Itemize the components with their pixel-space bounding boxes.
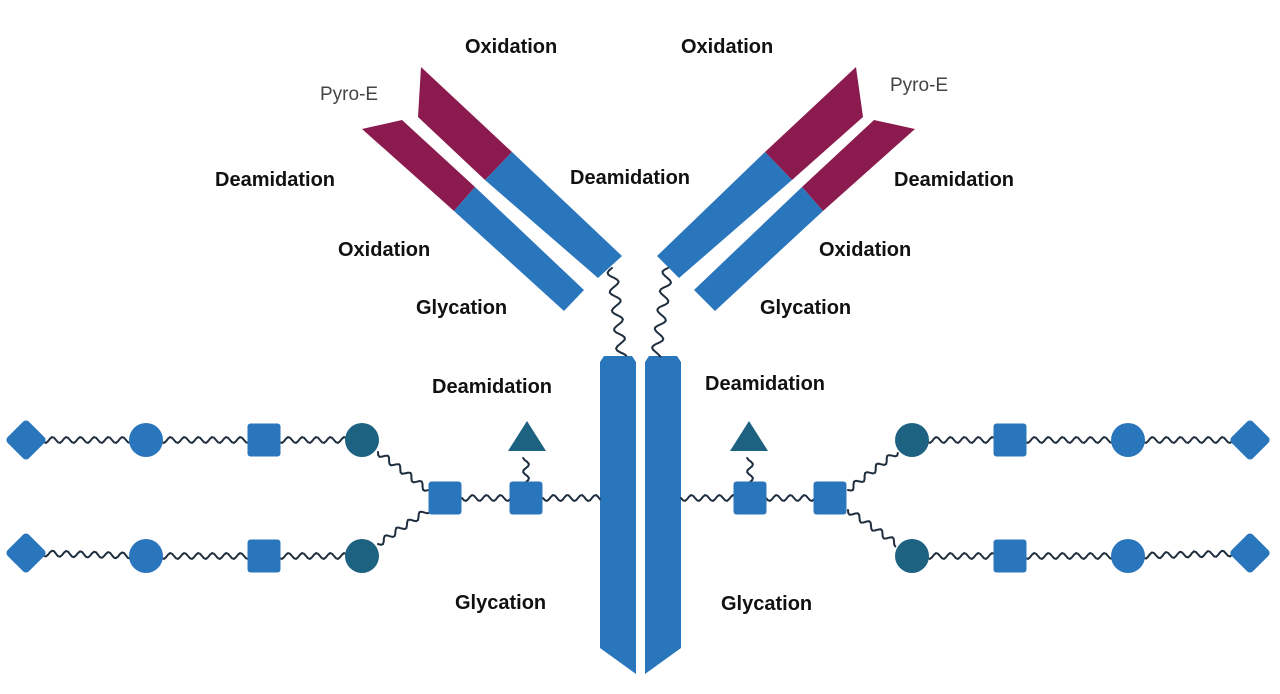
glycan-linker-right-core-2 [680,493,736,503]
label-glycation-right-fc: Glycation [721,593,813,615]
glycan-left-top-dark-circle [345,423,379,457]
label-deamidation-left-outer: Deamidation [215,169,336,191]
glycan-linker-left-branch-bottom [377,510,431,546]
label-deamidation-center-top: Deamidation [570,167,691,189]
glycan-left-bottom-square [247,539,281,573]
glycan-left-core-square [509,481,543,515]
label-deamidation-left-fc: Deamidation [432,376,553,398]
label-glycation-left-fc: Glycation [455,592,547,614]
glycan-linker-left-top-2 [145,435,265,445]
glycan-left-bottom-diamond [6,533,46,573]
glycan-linker-right-top-1 [1127,435,1251,445]
label-glycation-left-arm: Glycation [416,297,508,319]
glycan-linker-left-fucose [521,457,531,483]
label-deamidation-right-fc: Deamidation [705,373,826,395]
label-deamidation-right-outer: Deamidation [894,169,1015,191]
glycan-linker-right-branch-top [847,452,899,492]
glycan-left-top-diamond [6,420,46,460]
glycan-linker-left-bottom-1 [27,549,147,561]
hinge-linker-left [606,267,628,357]
glycan-right-top-square [993,423,1027,457]
glycan-right-bottom-circle [1111,539,1145,573]
glycan-left-top-circle [129,423,163,457]
glycan-linker-right-bottom-1 [1127,549,1251,560]
glycan-linker-left-bottom-2 [145,551,265,561]
light-chain-left-variable [362,120,475,211]
light-chain-right-constant [694,187,823,311]
glycan-linker-right-core-1 [765,493,815,503]
label-oxidation-right-top: Oxidation [681,36,774,58]
heavy-chain-right-variable [765,67,863,180]
heavy-chain-right-fc [645,356,681,674]
glycan-right-fucose-triangle [730,421,768,451]
glycan-linker-left-branch-top [377,451,429,492]
glycan-linker-left-top-1 [27,435,147,445]
glycan-linker-left-core-1 [461,493,513,503]
glycan-left-fucose-triangle [508,421,546,451]
glycan-right-top-circle [1111,423,1145,457]
heavy-chain-left-variable [418,67,512,180]
glycan-left-top-square [247,423,281,457]
label-pyro-e-right: Pyro-E [890,75,949,96]
glycan-right-branch-square [813,481,847,515]
light-chain-left-constant [454,187,584,311]
glycan-right-bottom-square [993,539,1027,573]
glycan-left-bottom-circle [129,539,163,573]
label-oxidation-left-mid: Oxidation [338,239,431,261]
heavy-chain-left-constant [485,152,622,278]
glycan-left-branch-square [428,481,462,515]
heavy-chain-left-fc [600,356,636,674]
glycan-linker-right-bottom-2 [1009,551,1129,561]
label-pyro-e-left: Pyro-E [320,84,379,105]
glycan-left-bottom-dark-circle [345,539,379,573]
label-oxidation-left-top: Oxidation [465,36,558,58]
glycan-right-bottom-diamond [1230,533,1270,573]
glycan-right-bottom-dark-circle [895,539,929,573]
glycan-linker-right-top-2 [1009,435,1129,445]
glycan-linker-right-branch-bottom [847,509,897,548]
glycan-linker-right-fucose [745,457,755,483]
label-oxidation-right-mid: Oxidation [819,239,912,261]
glycan-right-top-dark-circle [895,423,929,457]
label-glycation-right-arm: Glycation [760,297,852,319]
hinge-linker-right [650,267,673,358]
glycan-right-core-square [733,481,767,515]
glycan-right-top-diamond [1230,420,1270,460]
heavy-chain-right-constant [657,152,792,278]
glycan-linker-left-core-2 [542,494,601,503]
light-chain-right-variable [802,120,915,211]
